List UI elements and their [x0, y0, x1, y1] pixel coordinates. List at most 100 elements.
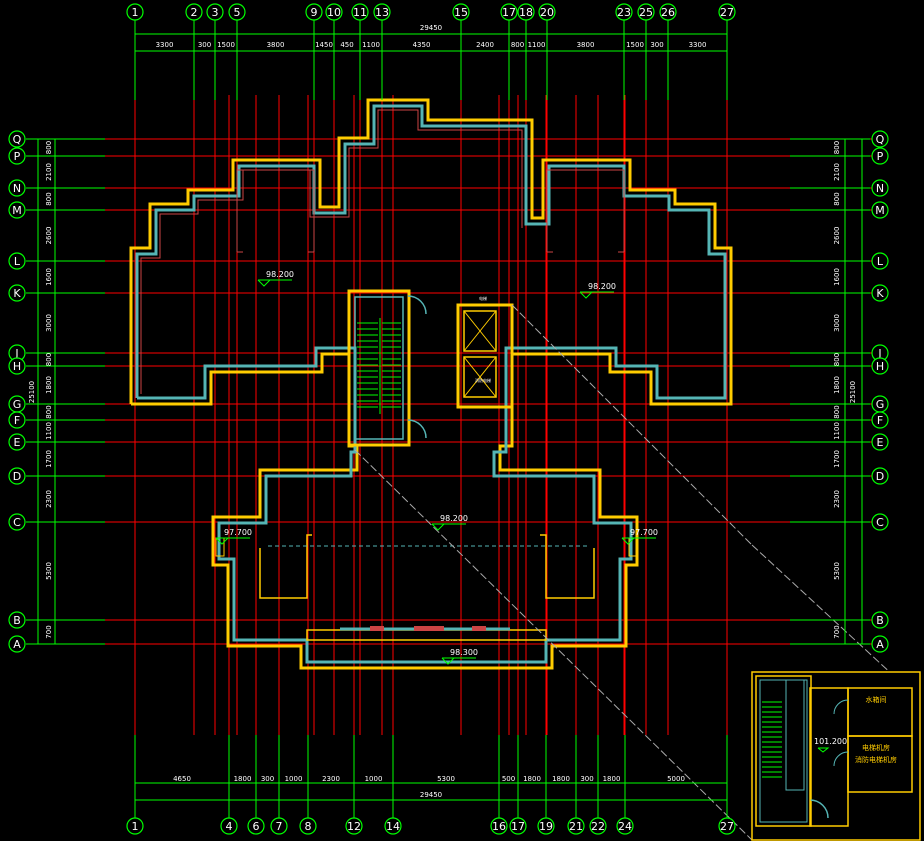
svg-text:G: G [13, 398, 22, 411]
top-dimension-text: 300 [198, 41, 211, 49]
left-axis-bubble: H [8, 357, 26, 375]
bottom-axis-bubble: 7 [270, 817, 288, 835]
top-dimension-text: 1100 [362, 41, 380, 49]
top-axis-bubble: 20 [538, 3, 556, 21]
svg-text:4: 4 [226, 820, 233, 833]
svg-text:13: 13 [375, 6, 389, 19]
svg-text:2: 2 [191, 6, 198, 19]
svg-text:D: D [876, 470, 884, 483]
right-axis-bubble: G [871, 395, 889, 413]
left-dimension-text: 800 [45, 353, 53, 366]
svg-text:A: A [13, 638, 21, 651]
outer-wall-yellow [129, 98, 733, 670]
left-dimension-text: 3000 [45, 314, 53, 332]
svg-text:17: 17 [502, 6, 516, 19]
bottom-axis-bubble: 24 [616, 817, 634, 835]
detail-elevation-mark [817, 747, 830, 753]
right-axis-bubble: N [871, 179, 889, 197]
left-dimension-text: 700 [45, 625, 53, 638]
bottom-axis-bubble: 16 [490, 817, 508, 835]
top-axis-bubble: 9 [305, 3, 323, 21]
inner-wall-line [140, 109, 523, 394]
left-axis-bubble: A [8, 635, 26, 653]
right-axis-bubble: Q [871, 130, 889, 148]
svg-text:B: B [13, 614, 21, 627]
top-dimension-text: 3300 [689, 41, 707, 49]
svg-text:F: F [14, 414, 20, 427]
svg-text:A: A [876, 638, 884, 651]
svg-text:24: 24 [618, 820, 632, 833]
svg-text:C: C [13, 516, 21, 529]
left-dimension-text: 1100 [45, 422, 53, 440]
inner-wall-cyan [135, 104, 727, 664]
svg-text:N: N [13, 182, 21, 195]
top-overall-dimension: 29450 [420, 24, 442, 32]
top-axis-bubble: 13 [373, 3, 391, 21]
top-axis-bubble: 26 [659, 3, 677, 21]
svg-text:25: 25 [639, 6, 653, 19]
left-axis-bubble: P [8, 147, 26, 165]
svg-text:98.200: 98.200 [266, 270, 294, 279]
stair-steps [357, 318, 401, 414]
left-dimension-text: 1700 [45, 450, 53, 468]
top-axis-bubble: 5 [228, 3, 246, 21]
right-dimension-text: 1700 [833, 450, 841, 468]
top-axis-bubble: 23 [615, 3, 633, 21]
right-axis-bubble: L [871, 252, 889, 270]
right-dimension-text: 2300 [833, 490, 841, 508]
svg-text:D: D [13, 470, 21, 483]
right-dimension-text: 800 [833, 192, 841, 205]
svg-text:15: 15 [454, 6, 468, 19]
left-dimension-text: 2600 [45, 227, 53, 245]
left-axis-bubble: M [8, 201, 26, 219]
right-dimension-text: 1600 [833, 268, 841, 286]
top-axis-bubble: 17 [500, 3, 518, 21]
left-dimension-text: 2100 [45, 163, 53, 181]
svg-text:L: L [877, 255, 884, 268]
svg-text:N: N [876, 182, 884, 195]
svg-text:5: 5 [234, 6, 241, 19]
svg-text:F: F [877, 414, 883, 427]
right-dimension-text: 800 [833, 405, 841, 418]
right-overall-dimension: 25100 [849, 381, 857, 403]
right-axis-bubble: D [871, 467, 889, 485]
svg-text:22: 22 [591, 820, 605, 833]
elevator-top-label: 电梯 [479, 295, 487, 301]
top-dimension-text: 1100 [528, 41, 546, 49]
left-overall-dimension: 25100 [28, 381, 36, 403]
svg-text:18: 18 [519, 6, 533, 19]
left-axis-bubble: F [8, 411, 26, 429]
svg-text:1: 1 [132, 6, 139, 19]
svg-text:G: G [876, 398, 885, 411]
top-dimension-text: 800 [511, 41, 524, 49]
bottom-dimension-text: 1800 [234, 775, 252, 783]
svg-text:98.200: 98.200 [440, 514, 468, 523]
top-axis-bubble: 11 [351, 3, 369, 21]
right-axis-bubble: F [871, 411, 889, 429]
bottom-axis-bubble: 22 [589, 817, 607, 835]
left-dimension-text: 800 [45, 405, 53, 418]
svg-text:M: M [12, 204, 22, 217]
elevator-core: 电梯 消防电梯 [456, 295, 514, 409]
top-axis-bubble: 2 [185, 3, 203, 21]
left-axis-bubble: D [8, 467, 26, 485]
svg-text:Q: Q [876, 133, 885, 146]
left-axis-bubble: B [8, 611, 26, 629]
building-outline [129, 98, 733, 670]
svg-text:9: 9 [311, 6, 318, 19]
stair-core [347, 289, 427, 447]
bottom-dimension-text: 1000 [365, 775, 383, 783]
right-axis-bubble: C [871, 513, 889, 531]
top-dimension-text: 2400 [476, 41, 494, 49]
svg-text:J: J [14, 347, 18, 360]
svg-text:27: 27 [720, 6, 734, 19]
detail-elevation-text: 101.200 [814, 737, 847, 746]
left-axis-bubble: K [8, 284, 26, 302]
top-dimension-text: 450 [340, 41, 353, 49]
svg-text:1: 1 [132, 820, 139, 833]
bottom-dimension-text: 2300 [322, 775, 340, 783]
bottom-dimension-text: 300 [261, 775, 274, 783]
